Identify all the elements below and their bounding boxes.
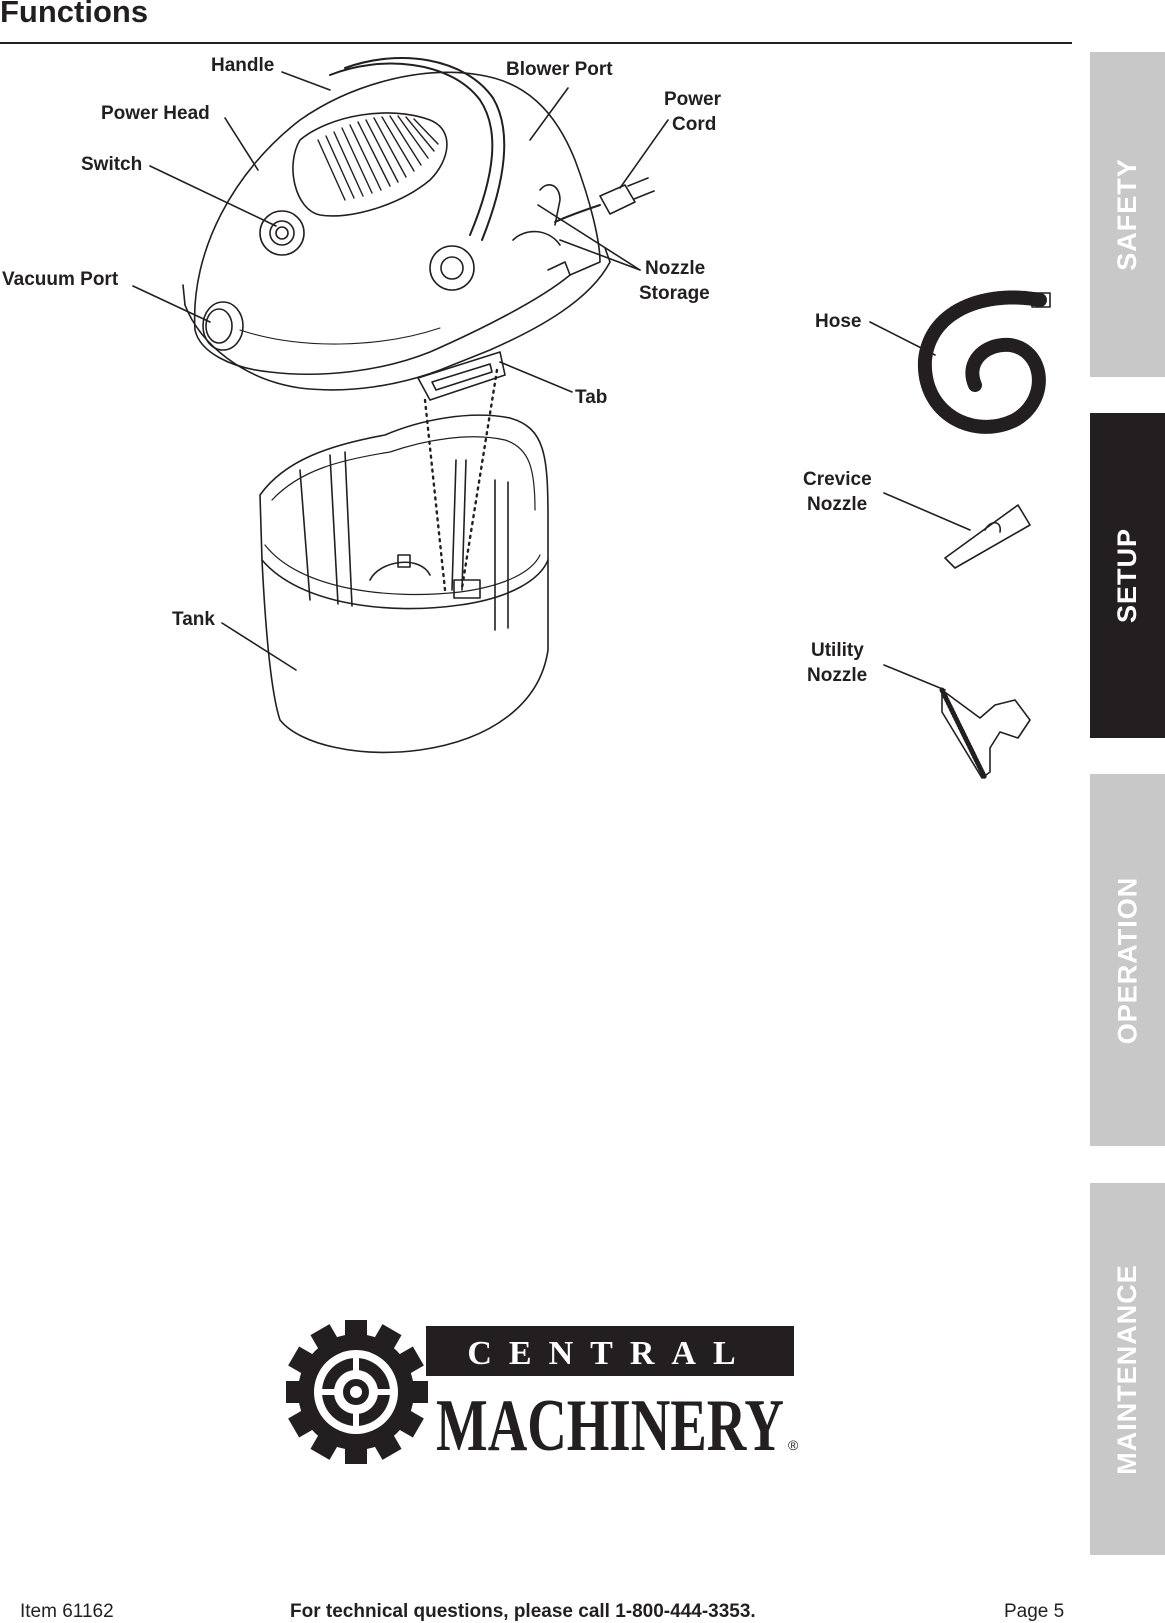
central-machinery-logo: CENTRAL MACHINERY ® — [286, 1320, 799, 1467]
footer-item-number: Item 61162 — [20, 1601, 114, 1622]
label-power-cord-line2: Cord — [672, 114, 716, 135]
tank-illustration — [259, 414, 549, 754]
hose-illustration — [917, 290, 1051, 434]
parts-diagram: Handle Power Head Switch Vacuum Port Blo… — [2, 55, 1051, 781]
logo-line1: CENTRAL — [467, 1335, 752, 1372]
label-nozzle-storage-line1: Nozzle — [645, 258, 705, 279]
alignment-dots — [423, 368, 499, 592]
page-title: Functions — [0, 0, 149, 29]
tab-operation[interactable]: OPERATION — [1090, 774, 1165, 1146]
title-divider — [0, 42, 1072, 44]
logo-line2: MACHINERY — [436, 1385, 784, 1467]
label-tab: Tab — [575, 387, 607, 408]
label-blower-port: Blower Port — [506, 59, 613, 80]
label-handle: Handle — [211, 55, 274, 76]
tab-setup-label: SETUP — [1112, 527, 1142, 624]
label-power-cord-line1: Power — [664, 89, 722, 110]
label-crevice-nozzle-line1: Crevice — [803, 469, 872, 490]
power-head-illustration — [182, 57, 655, 401]
label-hose: Hose — [815, 311, 861, 332]
tab-maintenance-label: MAINTENANCE — [1112, 1263, 1142, 1475]
gear-icon — [286, 1320, 428, 1464]
label-utility-nozzle-line1: Utility — [811, 640, 864, 661]
utility-nozzle-illustration — [939, 687, 1031, 781]
tab-safety-label: SAFETY — [1112, 158, 1143, 271]
label-crevice-nozzle-line2: Nozzle — [807, 494, 867, 515]
crevice-nozzle-illustration — [944, 504, 1031, 569]
label-power-head: Power Head — [101, 103, 210, 124]
label-switch: Switch — [81, 154, 142, 175]
tab-safety[interactable]: SAFETY — [1090, 52, 1165, 377]
label-tank: Tank — [172, 609, 215, 630]
label-vacuum-port: Vacuum Port — [2, 269, 119, 290]
tab-maintenance[interactable]: MAINTENANCE — [1090, 1183, 1165, 1555]
label-utility-nozzle-line2: Nozzle — [807, 665, 867, 686]
footer-page-number: Page 5 — [1004, 1601, 1065, 1622]
tab-setup[interactable]: SETUP — [1090, 413, 1165, 738]
label-nozzle-storage-line2: Storage — [639, 283, 710, 304]
tab-operation-label: OPERATION — [1112, 876, 1143, 1044]
registered-mark: ® — [788, 1437, 799, 1453]
label-leaders — [132, 71, 971, 691]
footer-tech-support: For technical questions, please call 1-8… — [290, 1601, 756, 1622]
